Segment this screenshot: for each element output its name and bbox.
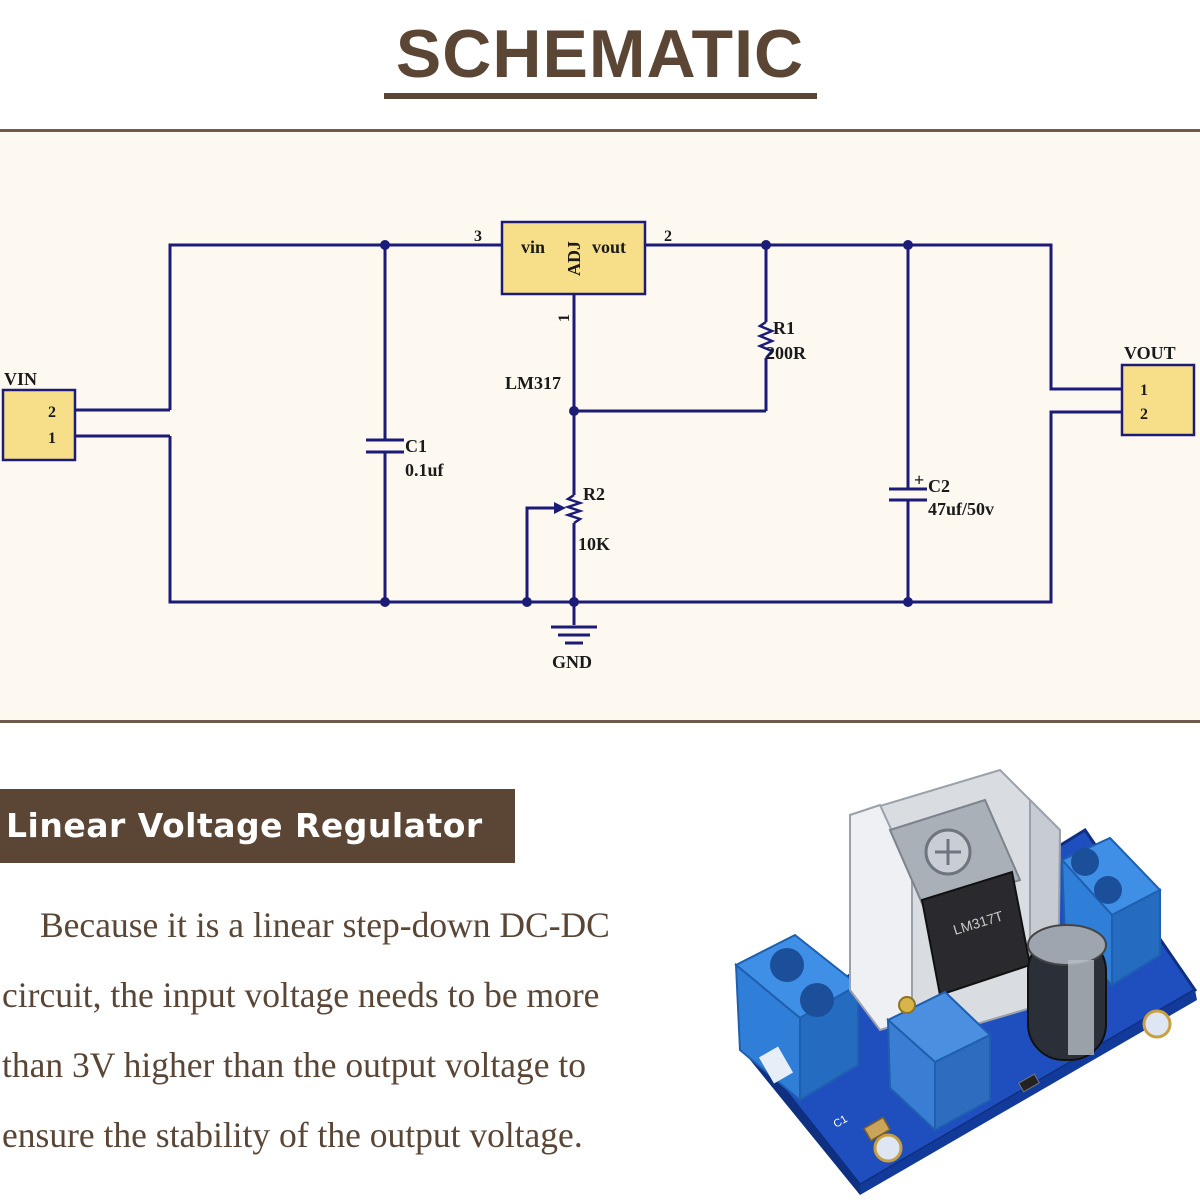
schematic-diagram: VIN 2 1 VOUT 1 2 vin vout ADJ 3 2 1 LM31…	[1, 220, 1196, 672]
regulator-part: LM317	[505, 373, 561, 393]
regulator-box	[500, 220, 647, 296]
pcb-edge-right	[860, 990, 1197, 1195]
junction-c2-top	[903, 240, 913, 250]
regulator-pin-adj: ADJ	[564, 241, 584, 276]
wire-bottom-left	[168, 410, 1122, 604]
vin-pin-bottom: 1	[48, 430, 56, 447]
description-line: ensure the stability of the output volta…	[2, 1115, 583, 1155]
gnd-label: GND	[552, 652, 592, 672]
terminal-screw	[800, 983, 834, 1017]
smd-capacitor-c1	[862, 1116, 892, 1142]
vin-pin-top: 2	[48, 404, 56, 421]
c1-value: 0.1uf	[405, 460, 445, 480]
vin-label: VIN	[4, 369, 37, 389]
junction-r1-top	[761, 240, 771, 250]
terminal-screw	[1071, 848, 1099, 876]
mount-hole	[873, 1133, 903, 1163]
c2-polarity: +	[914, 470, 924, 490]
section-badge: Linear Voltage Regulator	[0, 789, 515, 863]
junction-c1-top	[380, 240, 390, 250]
module-photo: LM317T C1 C2	[734, 768, 1198, 1195]
c2-ref: C2	[928, 476, 950, 496]
c1-ref: C1	[405, 436, 427, 456]
description-line: circuit, the input voltage needs to be m…	[2, 975, 600, 1015]
junction-c1-bottom	[380, 597, 390, 607]
description-line: than 3V higher than the output voltage t…	[2, 1045, 586, 1085]
smd-resistor	[1018, 1073, 1040, 1093]
junction-gnd	[569, 597, 579, 607]
vout-pin-bottom: 2	[1140, 406, 1148, 423]
vin-connector-box	[1, 388, 77, 462]
regulator-pin-vin: vin	[521, 237, 545, 257]
capacitor-c2-stripe	[1068, 960, 1094, 1055]
terminal-opening	[758, 1046, 794, 1084]
r2-value: 10K	[578, 534, 610, 554]
r1-ref: R1	[773, 318, 795, 338]
terminal-screw	[1094, 876, 1122, 904]
r1-symbol	[756, 320, 776, 359]
r2-symbol	[564, 493, 584, 525]
regulator-pin-num-adj: 1	[556, 314, 573, 322]
junction-c2-bottom	[903, 597, 913, 607]
terminal-screw	[770, 948, 804, 982]
vout-connector-box	[1120, 363, 1196, 437]
vout-label: VOUT	[1124, 343, 1176, 363]
regulator-pin-num-out: 2	[664, 228, 672, 245]
terminal-right-side	[1111, 888, 1161, 987]
trimpot-side	[934, 1033, 991, 1132]
regulator-pin-num-in: 3	[474, 228, 482, 245]
junction-adj	[569, 406, 579, 416]
page-title: SCHEMATIC	[395, 16, 805, 92]
wire-top-right	[645, 243, 1122, 391]
title-underline	[384, 93, 817, 99]
trimpot-knob	[898, 996, 916, 1014]
mount-hole	[1142, 1009, 1172, 1039]
description-line: Because it is a linear step-down DC-DC	[40, 905, 610, 945]
vout-pin-top: 1	[1140, 382, 1148, 399]
r2-wiper-arrow	[554, 502, 566, 514]
c2-value: 47uf/50v	[928, 499, 994, 519]
regulator-pin-vout: vout	[592, 237, 626, 257]
description-paragraph: Because it is a linear step-down DC-DC c…	[2, 890, 722, 1170]
r1-value: 200R	[766, 343, 807, 363]
wire-top-left	[168, 243, 502, 410]
capacitor-c2-top	[1027, 924, 1107, 966]
junction-wiper	[522, 597, 532, 607]
wire-r2-wiper	[525, 506, 555, 602]
r2-ref: R2	[583, 484, 605, 504]
